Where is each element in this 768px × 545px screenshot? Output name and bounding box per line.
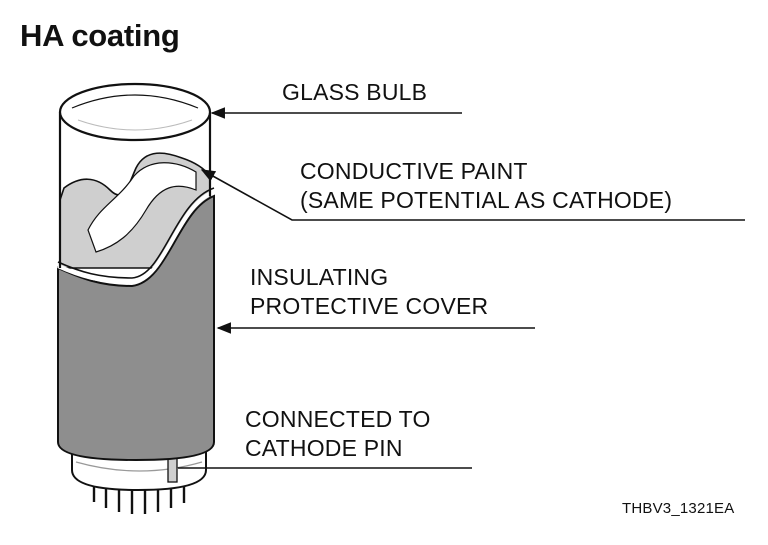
conductive-paint-label: CONDUCTIVE PAINT (SAME POTENTIAL AS CATH… — [300, 158, 673, 213]
figure-id: THBV3_1321EA — [622, 500, 735, 517]
cathode-pin-connection — [167, 457, 178, 483]
cathode-pin-label: CONNECTED TO CATHODE PIN — [245, 406, 431, 461]
glass-bulb-label: GLASS BULB — [282, 79, 428, 105]
insulating-protective-cover — [57, 194, 215, 462]
leader-lines — [178, 107, 745, 469]
insulating-cover-label: INSULATING PROTECTIVE COVER — [250, 264, 489, 319]
figure-title: HA coating — [20, 18, 180, 53]
exposed-glass-strip — [87, 162, 197, 253]
bulb-top-dome — [58, 82, 212, 142]
